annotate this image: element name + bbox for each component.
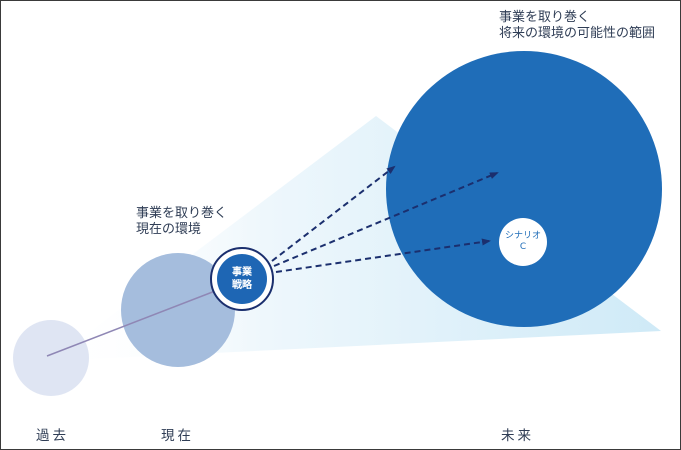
scenario-c-label-line: C [519, 242, 527, 252]
strategy-label-line: 戦略 [232, 280, 252, 291]
scenario-arrow-c [275, 238, 491, 273]
present-environment-label-line: 現在の環境 [136, 222, 202, 237]
present-environment-label-line: 事業を取り巻く [136, 206, 228, 221]
scenario-arrow-b [273, 172, 499, 267]
scenario-arrow-a [271, 165, 396, 262]
scenario-c-circle [499, 218, 547, 266]
trajectory-line [46, 280, 242, 357]
future-environment-label: 事業を取り巻く 将来の環境の可能性の範囲 [499, 10, 655, 42]
strategy-label-line: 事業 [232, 267, 252, 278]
past-environment-circle [13, 320, 89, 396]
scenario-c-label: シナリオ C [498, 231, 548, 253]
present-environment-circle [121, 253, 235, 367]
present-environment-label: 事業を取り巻く 現在の環境 [136, 206, 227, 238]
future-environment-label-line: 事業を取り巻く [499, 10, 591, 25]
future-environment-label-line: 将来の環境の可能性の範囲 [499, 26, 656, 41]
scenario-c-label-line: シナリオ [504, 231, 541, 241]
future-environment-circle [386, 51, 662, 327]
timeline-future: 未来 [501, 428, 534, 444]
strategy-label: 事業 戦略 [217, 266, 267, 292]
timeline-past: 過去 [36, 428, 69, 444]
strategy-circle [217, 254, 267, 304]
timeline-present: 現在 [161, 428, 194, 444]
